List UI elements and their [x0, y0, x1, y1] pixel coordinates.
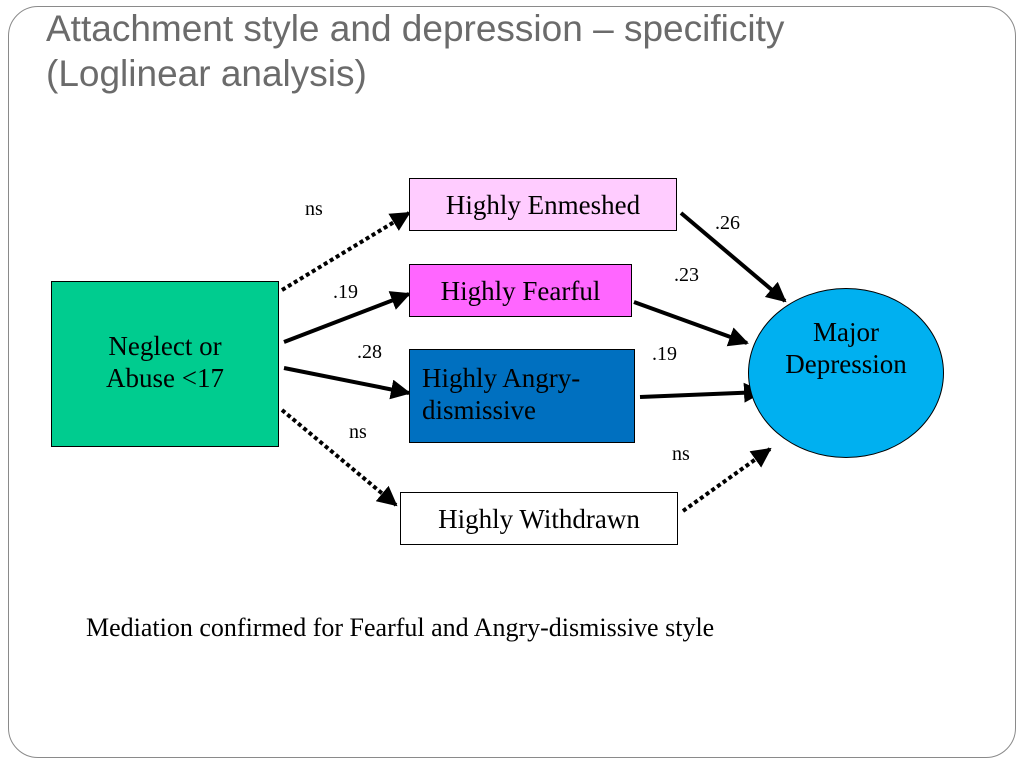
- coefficient-angry-outcome: .19: [652, 343, 677, 365]
- arrow-source-to-withdrawn: [280, 408, 398, 507]
- node-highly-enmeshed-label: Highly Enmeshed: [445, 190, 641, 220]
- arrow-withdrawn-to-outcome: [681, 447, 772, 513]
- edge-layer: [280, 211, 787, 513]
- arrow-source-to-enmeshed: [280, 211, 411, 292]
- node-highly-enmeshed: Highly Enmeshed: [409, 178, 677, 231]
- footnote: Mediation confirmed for Fearful and Angr…: [86, 613, 715, 642]
- node-highly-angry-dismissive: Highly Angry- dismissive: [409, 349, 635, 443]
- slide-title-line-1: Attachment style and depression – specif…: [46, 8, 785, 49]
- node-major-depression: Major Depression: [748, 288, 944, 458]
- coefficient-source-withdrawn: ns: [349, 421, 367, 443]
- node-neglect-or-abuse-line-1: Neglect or: [108, 331, 222, 361]
- coefficient-source-fearful: .19: [333, 281, 358, 303]
- node-highly-angry-dismissive-line-2: dismissive: [422, 395, 537, 425]
- coefficient-source-enmeshed: ns: [305, 198, 323, 220]
- node-major-depression-line-1: Major: [813, 317, 879, 347]
- coefficient-source-angry: .28: [357, 341, 382, 363]
- coefficient-enmeshed-outcome: .26: [715, 212, 740, 234]
- node-highly-withdrawn-label: Highly Withdrawn: [438, 504, 640, 534]
- arrow-enmeshed-to-outcome: [679, 211, 787, 303]
- node-highly-fearful: Highly Fearful: [409, 264, 632, 317]
- node-neglect-or-abuse-line-2: Abuse <17: [106, 363, 224, 393]
- arrow-fearful-to-outcome: [633, 300, 749, 347]
- node-neglect-or-abuse: Neglect or Abuse <17: [51, 281, 279, 447]
- node-highly-fearful-label: Highly Fearful: [440, 276, 601, 306]
- slide-title-line-2: (Loglinear analysis): [46, 53, 367, 94]
- slide-title: Attachment style and depression – specif…: [46, 6, 976, 96]
- node-highly-withdrawn: Highly Withdrawn: [400, 492, 678, 545]
- node-highly-angry-dismissive-line-1: Highly Angry-: [422, 363, 581, 393]
- slide-frame: [8, 6, 1016, 758]
- node-major-depression-line-2: Depression: [785, 349, 907, 379]
- coefficient-fearful-outcome: .23: [674, 264, 699, 286]
- arrow-angry-to-outcome: [639, 382, 764, 403]
- arrow-source-to-angry: [283, 366, 411, 400]
- arrow-source-to-fearful: [283, 291, 411, 344]
- coefficient-withdrawn-outcome: ns: [672, 443, 690, 465]
